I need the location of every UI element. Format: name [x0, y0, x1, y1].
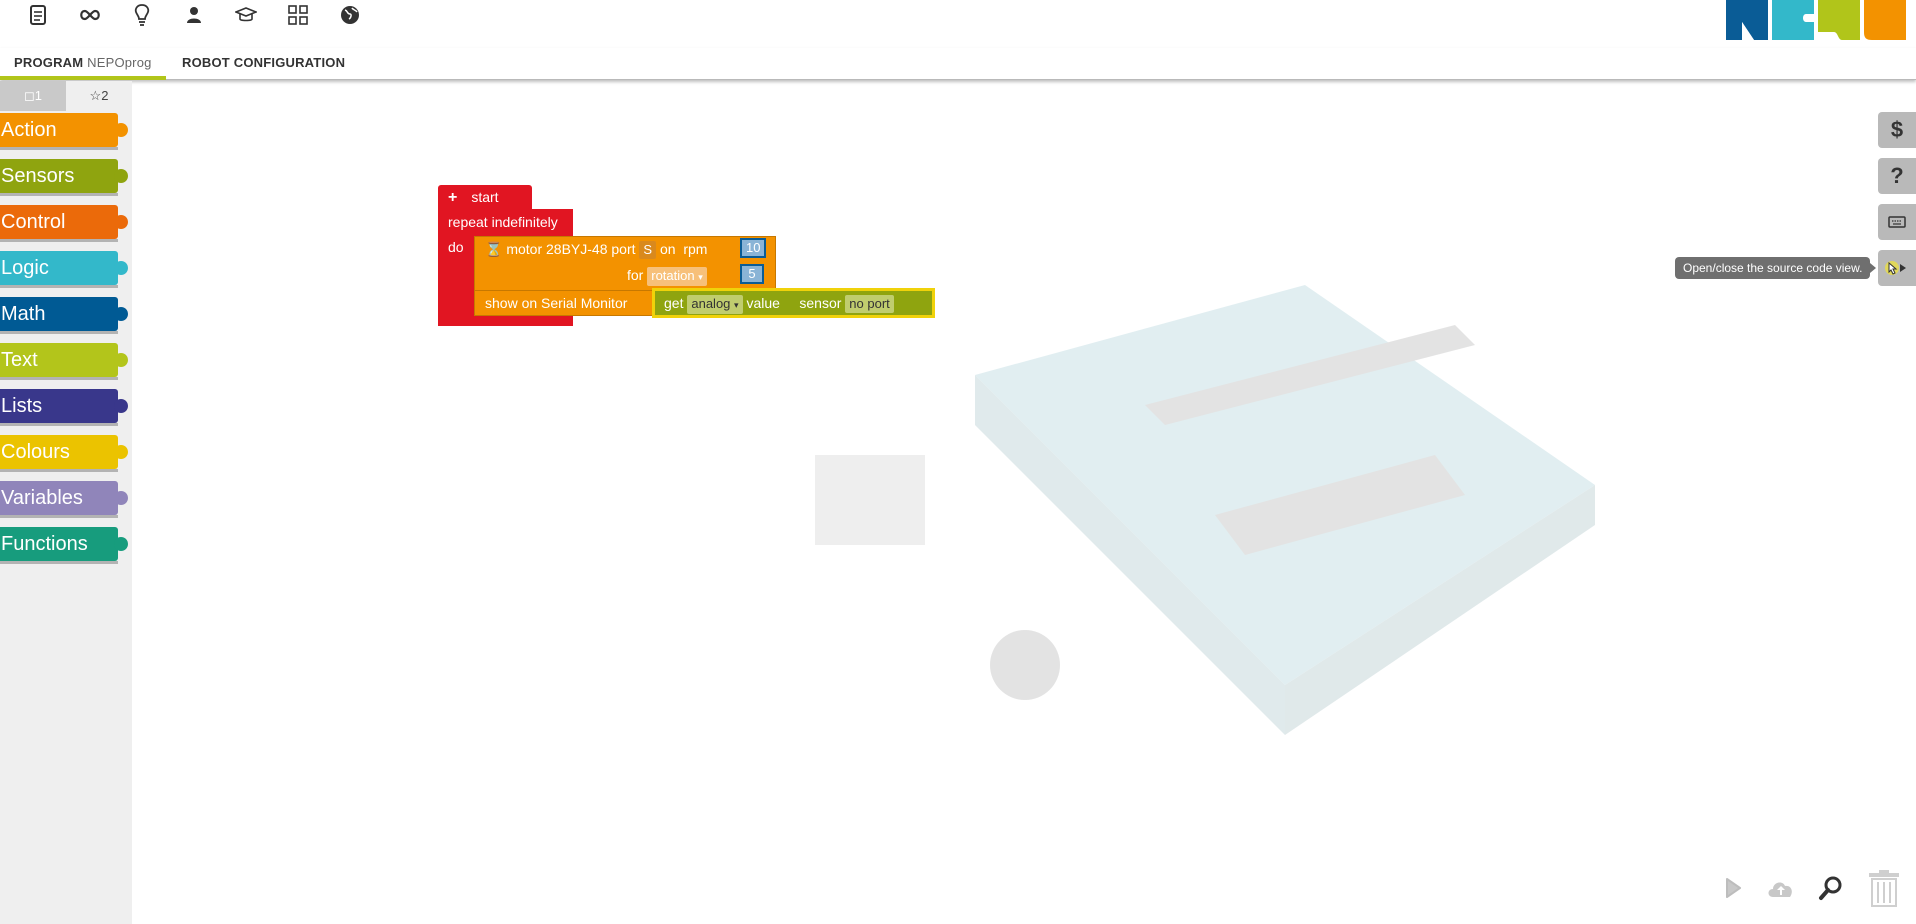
top-menu-bar	[0, 0, 1916, 44]
sensor-mode-dropdown[interactable]: analog ▾	[687, 295, 743, 314]
graduation-cap-icon[interactable]	[232, 2, 260, 28]
upload-button[interactable]	[1762, 868, 1800, 908]
category-label: Action	[1, 119, 57, 141]
chevron-down-icon: ▾	[734, 300, 739, 310]
level-1-label: 1	[34, 88, 43, 103]
help-button[interactable]: ?	[1878, 158, 1916, 194]
motor-block[interactable]: ⌛ motor 28BYJ-48 port S on rpm for rotat…	[474, 236, 776, 292]
grid-icon[interactable]	[284, 2, 312, 28]
plus-icon[interactable]: +	[448, 189, 458, 206]
arduino-board-image	[815, 285, 1605, 785]
category-label: Variables	[1, 487, 83, 509]
level-2-label: 2	[101, 88, 109, 103]
motor-unit-value: rotation	[651, 268, 695, 283]
source-code-toggle-button[interactable]	[1878, 250, 1916, 286]
category-label: Sensors	[1, 165, 75, 187]
motor-rpm-label: rpm	[683, 241, 708, 257]
category-functions[interactable]: Functions	[0, 527, 128, 564]
category-logic[interactable]: Logic	[0, 251, 128, 288]
amount-value[interactable]: 5	[742, 266, 762, 282]
source-code-tooltip: Open/close the source code view.	[1675, 257, 1877, 279]
tab-robot-configuration[interactable]: ROBOT CONFIGURATION	[168, 48, 359, 80]
serial-label: show on Serial Monitor	[485, 295, 628, 311]
cloud-upload-icon	[1768, 882, 1792, 897]
category-action[interactable]: Action	[0, 113, 128, 150]
program-name: NEPOprog	[87, 55, 152, 70]
tab-program-label: PROGRAM	[14, 55, 84, 70]
category-label: Functions	[1, 533, 88, 555]
start-block[interactable]: + start	[438, 185, 532, 209]
tab-config-label: ROBOT CONFIGURATION	[182, 55, 346, 70]
category-label: Logic	[1, 257, 49, 279]
trash-icon	[1869, 870, 1899, 907]
category-lists[interactable]: Lists	[0, 389, 128, 426]
infinity-icon[interactable]	[76, 2, 104, 28]
category-label: Math	[1, 303, 46, 325]
level-tab-2[interactable]: ☆2	[66, 81, 132, 111]
category-sensors[interactable]: Sensors	[0, 159, 128, 196]
globe-icon[interactable]	[336, 2, 364, 28]
category-variables[interactable]: Variables	[0, 481, 128, 518]
trash-button[interactable]	[1862, 868, 1906, 908]
hourglass-icon: ⌛	[485, 241, 503, 257]
category-label: Text	[1, 349, 38, 371]
chevron-down-icon: ▾	[698, 272, 703, 282]
program-tabs: PROGRAM NEPOprog ROBOT CONFIGURATION	[0, 48, 1916, 80]
motor-port-field[interactable]: S	[639, 241, 657, 259]
sensor-port-field[interactable]: no port	[845, 295, 894, 313]
category-label: Control	[1, 211, 66, 233]
get-label: get	[664, 295, 684, 311]
keyboard-button[interactable]	[1878, 204, 1916, 240]
sensor-label: sensor	[799, 295, 842, 311]
keyboard-icon	[1888, 216, 1906, 228]
amount-number-block[interactable]: 5	[740, 264, 764, 284]
block-toolbox: ◻1 ☆2 Action Sensors Control Logic Math …	[0, 81, 132, 924]
dollar-icon: $	[1890, 117, 1904, 142]
repeat-label: repeat indefinitely	[448, 214, 558, 230]
run-button[interactable]	[1714, 868, 1752, 908]
category-colours[interactable]: Colours	[0, 435, 128, 472]
level-tabs: ◻1 ☆2	[0, 81, 132, 111]
motor-label: motor 28BYJ-48 port	[506, 241, 636, 257]
run-icon	[1726, 878, 1741, 898]
start-label: start	[471, 189, 499, 205]
category-label: Lists	[1, 395, 43, 417]
nepo-logo	[1726, 0, 1906, 40]
value-label: value	[746, 295, 780, 311]
code-export-button[interactable]: $	[1878, 112, 1916, 148]
square-icon: ◻	[23, 88, 35, 103]
document-icon[interactable]	[24, 2, 52, 28]
level-tab-1[interactable]: ◻1	[0, 81, 66, 111]
category-label: Colours	[1, 441, 70, 463]
motor-unit-dropdown[interactable]: rotation ▾	[647, 267, 707, 286]
sensor-mode-value: analog	[691, 296, 731, 311]
user-icon[interactable]	[180, 2, 208, 28]
do-label: do	[448, 239, 464, 255]
star-icon: ☆	[89, 88, 102, 103]
zoom-icon	[1819, 876, 1842, 900]
category-math[interactable]: Math	[0, 297, 128, 334]
help-icon: ?	[1890, 163, 1904, 188]
motor-for-label: for	[627, 267, 644, 283]
source-code-icon	[1885, 261, 1906, 275]
zoom-button[interactable]	[1812, 868, 1850, 908]
category-text[interactable]: Text	[0, 343, 128, 380]
tab-program[interactable]: PROGRAM NEPOprog	[0, 48, 166, 80]
serial-monitor-block[interactable]: show on Serial Monitor	[474, 290, 654, 316]
motor-on-label: on	[659, 241, 676, 257]
lightbulb-icon[interactable]	[128, 2, 156, 28]
rpm-number-block[interactable]: 10	[740, 238, 767, 258]
get-sensor-block[interactable]: get analog ▾ value sensor no port	[652, 288, 935, 318]
rpm-value[interactable]: 10	[742, 240, 765, 256]
category-control[interactable]: Control	[0, 205, 128, 242]
